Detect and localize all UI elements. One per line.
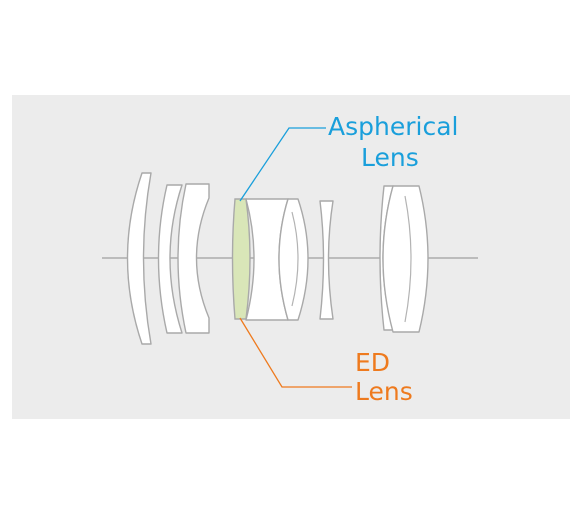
- aspherical-label-line1: Aspherical: [328, 112, 458, 141]
- lens-element-2: [157, 184, 183, 334]
- aspherical-label-line2: Lens: [361, 143, 419, 172]
- lens-element-1: [126, 172, 152, 345]
- aspherical-leader-line: [239, 127, 326, 202]
- ed-label-line2: Lens: [355, 377, 413, 406]
- ed-leader-line: [239, 317, 352, 388]
- lens-element-3: [177, 183, 210, 334]
- lens-element-9-inner: [404, 195, 412, 323]
- ed-lens-element: [231, 198, 251, 320]
- lens-element-7: [319, 200, 334, 320]
- lens-element-9: [382, 185, 429, 333]
- lens-element-6-inner: [291, 211, 299, 307]
- lens-element-6: [278, 198, 309, 321]
- ed-label-line1: ED: [355, 348, 390, 377]
